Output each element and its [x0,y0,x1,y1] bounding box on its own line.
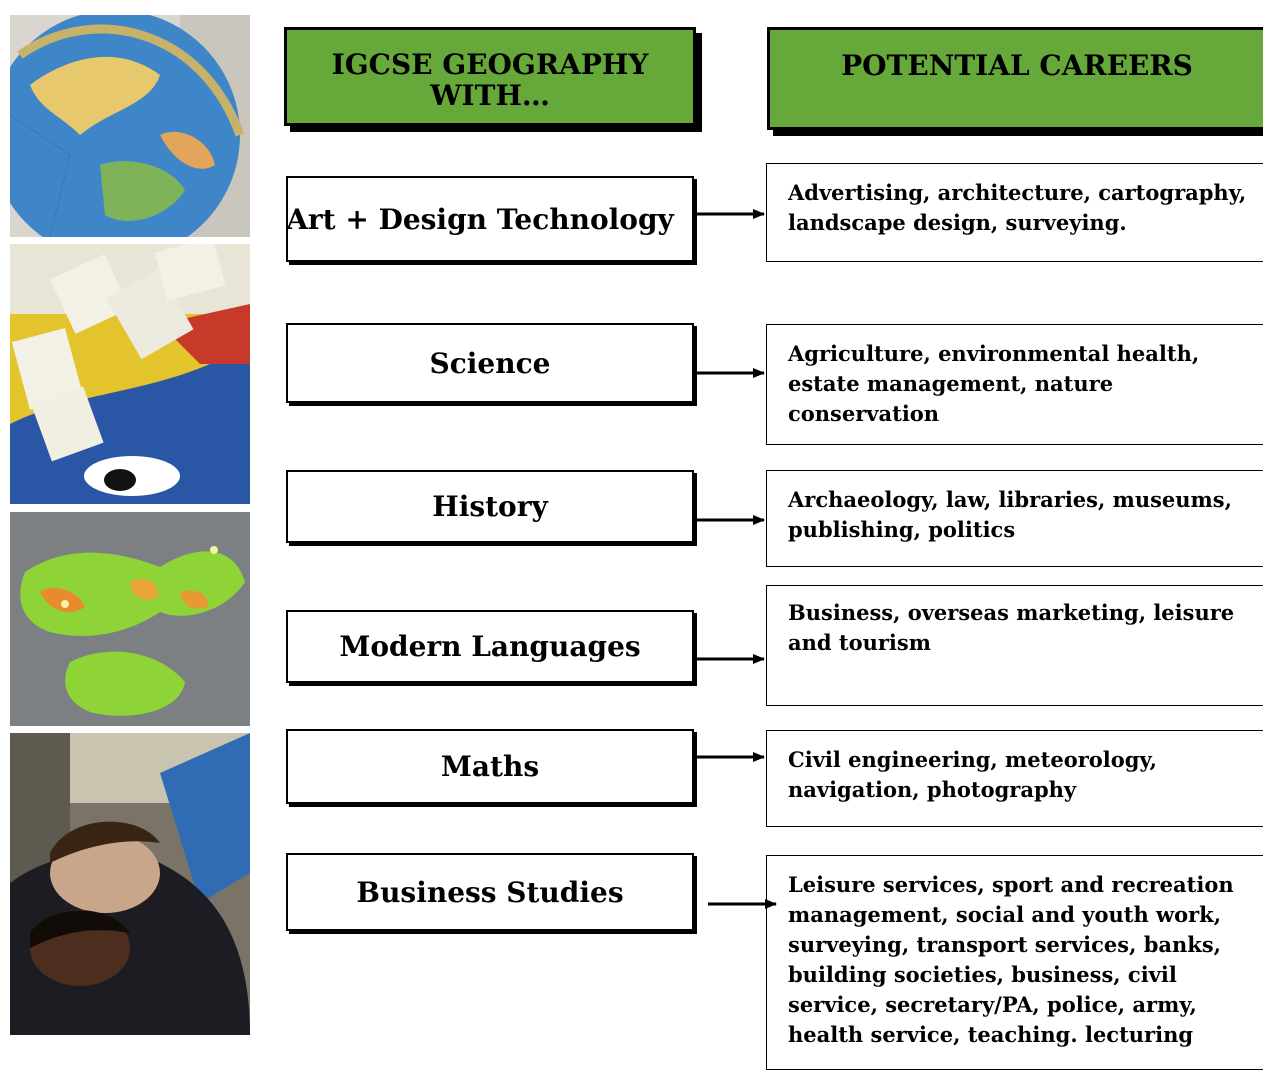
careers-box-history: Archaeology, law, libraries, museums, pu… [766,470,1263,567]
careers-text: Agriculture, environmental health, estat… [788,341,1200,426]
header-subjects: IGCSE GEOGRAPHY WITH… [284,27,696,126]
careers-box-maths: Civil engineering, meteorology, navigati… [766,730,1263,827]
subject-label: History [432,490,548,523]
careers-box-art-design: Advertising, architecture, cartography, … [766,163,1263,262]
careers-box-science: Agriculture, environmental health, estat… [766,324,1263,445]
students-reading-photo [10,733,250,1035]
careers-text: Leisure services, sport and recreation m… [788,872,1234,1047]
subject-box-art-design: Art + Design Technology [286,176,694,262]
subject-label: Art + Design Technology [286,202,674,236]
careers-box-modern-languages: Business, overseas marketing, leisure an… [766,585,1263,706]
map-photo [10,512,250,726]
careers-text: Advertising, architecture, cartography, … [788,180,1247,235]
header-subjects-label: IGCSE GEOGRAPHY WITH… [331,48,649,112]
subject-box-history: History [286,470,694,543]
globe-photo [10,15,250,237]
subject-box-business-studies: Business Studies [286,853,694,931]
header-careers: POTENTIAL CAREERS [767,27,1263,130]
subject-label: Business Studies [356,875,624,909]
wall-display-photo [10,244,250,504]
subject-box-modern-languages: Modern Languages [286,610,694,683]
careers-box-business-studies: Leisure services, sport and recreation m… [766,855,1263,1070]
subject-box-maths: Maths [286,729,694,804]
subject-label: Science [429,346,551,380]
header-careers-label: POTENTIAL CAREERS [841,49,1193,82]
careers-text: Archaeology, law, libraries, museums, pu… [788,487,1232,542]
subject-box-science: Science [286,323,694,403]
subject-label: Modern Languages [339,630,641,663]
careers-text: Business, overseas marketing, leisure an… [788,600,1235,655]
careers-text: Civil engineering, meteorology, navigati… [788,747,1157,802]
subject-label: Maths [440,750,540,783]
